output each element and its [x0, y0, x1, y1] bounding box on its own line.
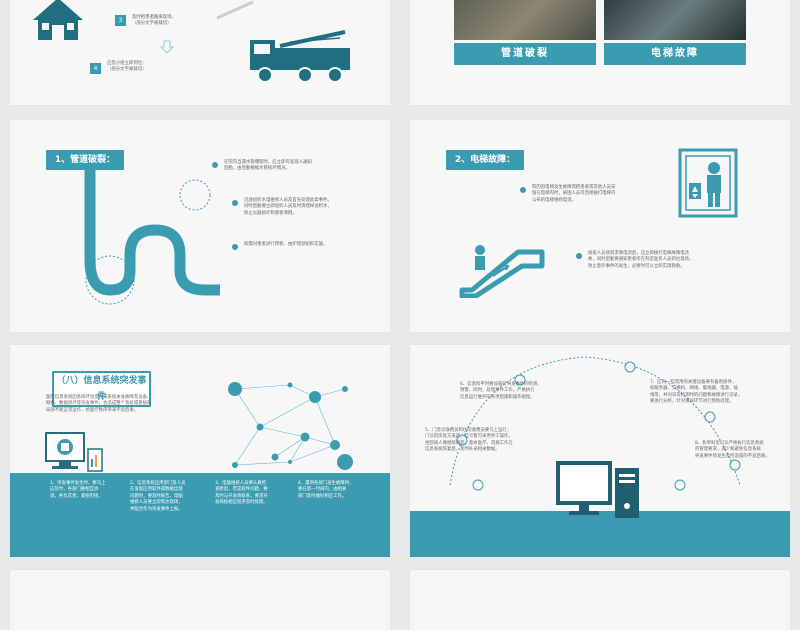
slide-thumbnail-8[interactable] [410, 570, 790, 630]
slide-5-footer-band [10, 473, 390, 557]
fire-truck-icon [250, 30, 350, 83]
arrow-down-icon [160, 40, 174, 54]
slide-thumbnail-6[interactable]: 6、信息科平时要加强对突发事件的检测、 预警，同时，处理事件工作，严格执行 信息… [410, 345, 790, 557]
slide-thumbnail-5[interactable]: （八）信息系统突发事件 医院信息系统因系统环境变化或系统本身故障及设备、 网络、… [10, 345, 390, 557]
elevator-icon [678, 148, 738, 218]
step-3-badge: 3 [115, 15, 126, 26]
dotted-arc-decoration [449, 356, 741, 491]
slide-3-para-2: 迅速组织水电维修人员及首先处理此类事件。 同时后勤要立即组织人员及时清理掉溢积水… [244, 198, 332, 216]
slide-5-item-2: 2、信息系统应用部门及人员 在发现应用软件或数据出现 问题时，要及时报告，电脑 … [130, 481, 186, 512]
bullet-dot [520, 187, 526, 193]
slide-thumbnail-1[interactable]: 3 及时把患者搬离现场， （部分文字被裁切） 4 应急小组立即到位： （部分文字… [10, 0, 390, 105]
bullet-dot [232, 244, 238, 250]
slide-6-item-5: 5、门急诊收费员和住院收费员要马上运行， 门诊药房处方发药，挂号暂可采用手工操作… [425, 428, 513, 453]
pipe-illustration [84, 168, 220, 305]
computer-monitor-icon [45, 432, 103, 472]
slide-6-item-6: 6、信息科平时要加强对突发事件的检测、 预警，同时，处理事件工作，严格执行 信息… [460, 382, 542, 400]
bullet-dot [212, 162, 218, 168]
bullet-dot [576, 253, 582, 259]
step-4-text: 应急小组立即到位： （部分文字被裁切） [107, 61, 147, 73]
bullet-dot [232, 200, 238, 206]
slide-4-para-1: 院内因电梯发生故障而把患者或其他人员滞 留在电梯内时，被困人员可直接拨打电梯内 … [532, 185, 616, 203]
network-graph-illustration [228, 382, 353, 470]
slide-3-para-3: 如需对患者进行转移，由护理部组织实施。 [244, 242, 328, 247]
slide-5-intro: 医院信息系统因系统环境变化或系统本身故障及设备、 网络、数据损坏等突发事件，会造… [46, 395, 152, 413]
slide-thumbnail-2[interactable]: 管道破裂 电梯故障 [410, 0, 790, 105]
escalator-icon [459, 245, 545, 298]
pipe-burst-label: 管道破裂 [454, 43, 596, 65]
slide-thumbnail-4[interactable]: 2、电梯故障： 院内因电梯发生故障而把患者或其他人员滞 留在电梯内时，被困人员可… [410, 120, 790, 332]
slide-6-item-8: 8、各单科室门诊严格执行信息系统 的管理要求，减少和避免信息系统 突发事件的发生… [695, 441, 770, 459]
slide-thumbnail-3[interactable]: 1、管道破裂： 在院内当遇水管爆裂时，应立即有发现人通知 后勤，由后勤根据水管损… [10, 120, 390, 332]
slide-5-title: （八）信息系统突发事件 [52, 371, 151, 407]
slide-thumbnail-7[interactable] [10, 570, 390, 630]
slide-4-title: 2、电梯故障： [446, 150, 524, 170]
slide-5-item-3: 3、电脑维修人员要认真检 查原因，若是软件问题，要 及时与开发商联系，要求开 发… [215, 481, 268, 506]
diagonal-arrow-icon [216, 0, 254, 20]
slide-5-item-1: 1、突发事件发生时，要马上 应及时，各部门要相互协 调，各负其责，紧密衔接。 [50, 481, 106, 499]
slide-3-para-1: 在院内当遇水管爆裂时，应立即有发现人通知 后勤，由后勤根据水管损坏情况。 [224, 160, 312, 172]
step-3-text: 及时把患者搬离现场， （部分文字被裁切） [132, 15, 176, 27]
house-icon [33, 0, 83, 40]
desktop-computer-icon [556, 461, 639, 518]
slide-4-para-2: 值班人员接到求救电话后，应立即拨打电梯故障电话 故，同时后勤要通知患者所在科室医… [588, 251, 694, 269]
elevator-fault-photo [604, 0, 746, 40]
slide-6-footer-band [410, 511, 790, 557]
elevator-fault-label: 电梯故障 [604, 43, 746, 65]
pipe-burst-photo [454, 0, 596, 40]
slide-5-item-4: 4、遇到各部门发生故障时， 要在第一时间内，由相关 部门及时做好相应工作。 [298, 481, 354, 499]
slide-3-title: 1、管道破裂： [46, 150, 124, 170]
slide-6-item-7: 7、应对一些常用的关键设备要有备用部件， 如服务器、交换机、网线、集线器、电源、… [650, 380, 743, 405]
step-4-badge: 4 [90, 63, 101, 74]
